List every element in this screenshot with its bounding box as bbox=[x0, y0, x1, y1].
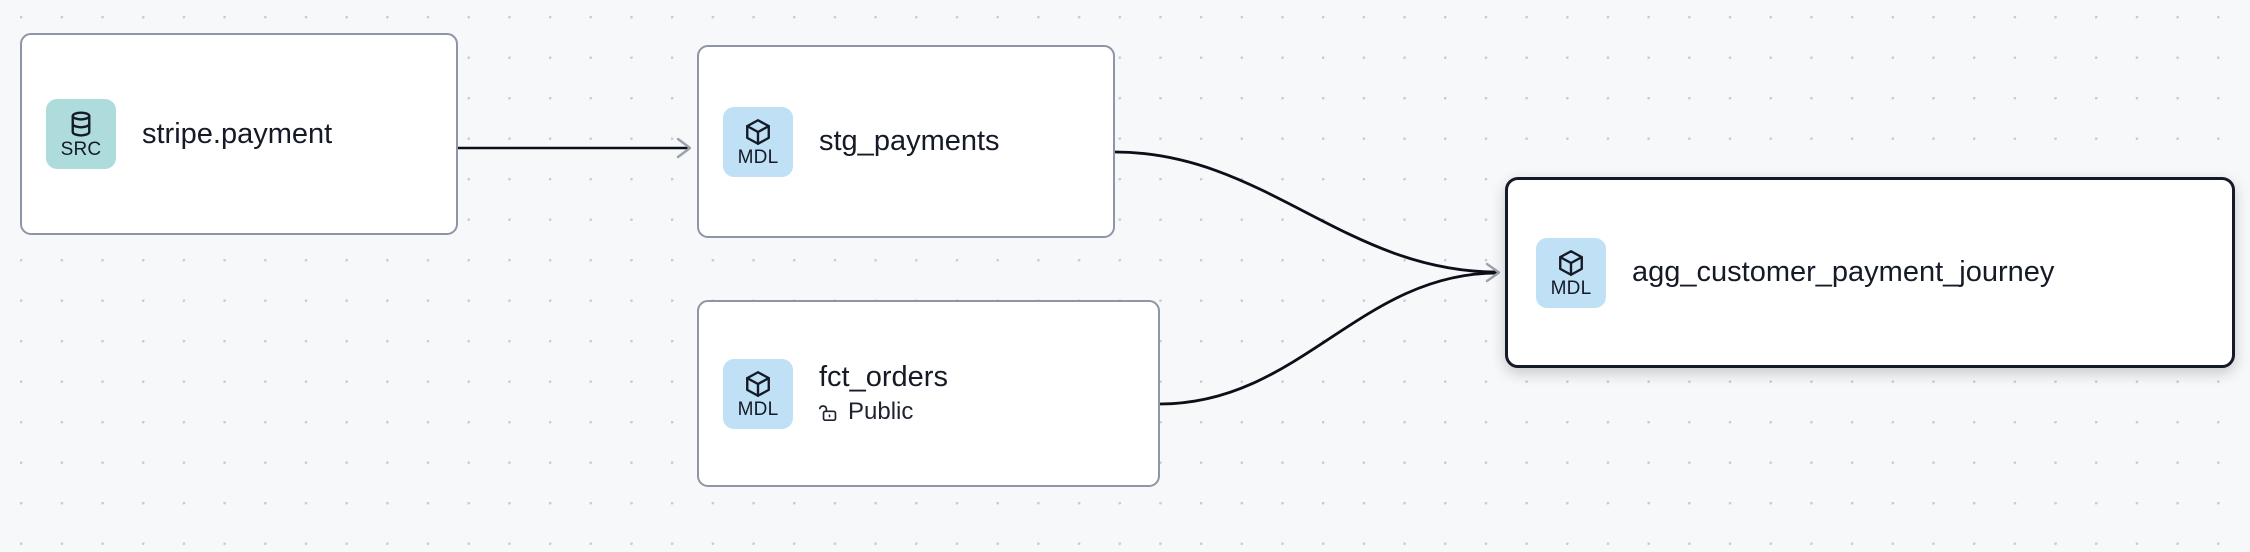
node-type-label: MDL bbox=[1550, 277, 1592, 299]
node-type-label: MDL bbox=[737, 398, 779, 420]
node-type-badge-mdl: MDL bbox=[1536, 237, 1606, 308]
cube-icon bbox=[1556, 248, 1586, 278]
edge-stripe-payment-to-stg-payments bbox=[458, 137, 692, 159]
lineage-node-agg-customer-payment-journey[interactable]: MDL agg_customer_payment_journey bbox=[1505, 177, 2235, 368]
unlock-icon bbox=[818, 402, 840, 423]
arrowhead-icon bbox=[1485, 262, 1501, 283]
lineage-node-fct-orders[interactable]: MDL fct_orders Public bbox=[697, 300, 1160, 487]
node-body: fct_orders Public bbox=[818, 360, 948, 427]
node-type-badge-src: SRC bbox=[46, 99, 116, 169]
node-title: fct_orders bbox=[819, 361, 948, 394]
node-title: stripe.payment bbox=[142, 117, 333, 150]
lineage-node-stg-payments[interactable]: MDL stg_payments bbox=[697, 45, 1115, 238]
edge-fct-orders-to-agg-journey bbox=[1159, 271, 1498, 406]
node-type-label: MDL bbox=[737, 146, 779, 168]
node-type-label: SRC bbox=[60, 139, 102, 160]
node-title: agg_customer_payment_journey bbox=[1632, 256, 2055, 289]
node-title: stg_payments bbox=[819, 125, 1000, 158]
cube-icon bbox=[743, 117, 773, 147]
node-visibility-label: Public bbox=[848, 398, 914, 426]
node-body: agg_customer_payment_journey bbox=[1632, 255, 2054, 289]
database-icon bbox=[66, 109, 96, 139]
cube-icon bbox=[743, 369, 773, 399]
node-body: stg_payments bbox=[819, 124, 1000, 158]
node-type-badge-mdl: MDL bbox=[723, 106, 793, 177]
node-body: stripe.payment bbox=[142, 117, 332, 151]
arrowhead-icon bbox=[676, 137, 692, 159]
edge-stg-payments-to-agg-journey bbox=[1114, 150, 1498, 274]
node-visibility: Public bbox=[818, 398, 948, 426]
node-type-badge-mdl: MDL bbox=[723, 358, 793, 429]
lineage-node-stripe-payment[interactable]: SRC stripe.payment bbox=[20, 33, 458, 235]
